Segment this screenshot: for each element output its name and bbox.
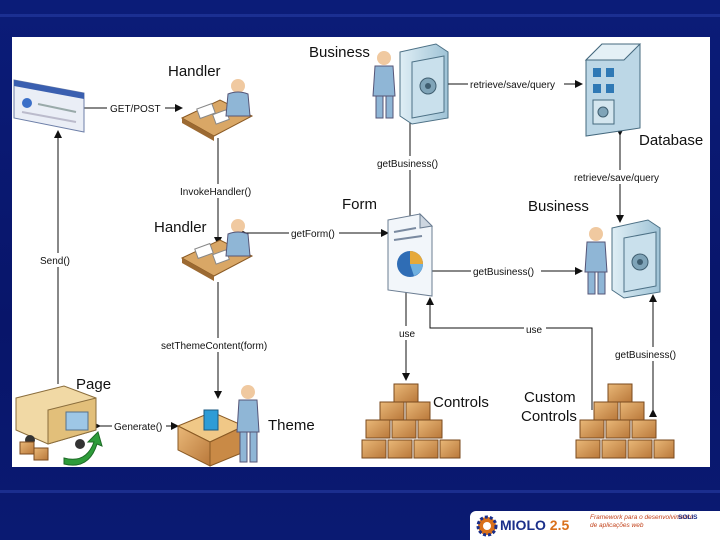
business-safe-icon xyxy=(584,219,661,299)
form-document-icon xyxy=(387,212,434,297)
architecture-diagram: GET/POST retrieve/save/query getBusiness… xyxy=(13,43,703,467)
label-get-business-bottom: getBusiness() xyxy=(615,350,676,361)
node-handler-mid: Handler xyxy=(154,219,207,236)
handler-worker-icon xyxy=(180,79,254,141)
decorative-stripe xyxy=(0,14,720,17)
label-get-post: GET/POST xyxy=(110,104,161,115)
handler-worker-icon xyxy=(180,219,254,281)
decorative-stripe xyxy=(0,490,720,493)
custom-controls-boxes-icon xyxy=(575,383,675,459)
node-custom-controls-line2: Controls xyxy=(521,408,577,425)
footer-logo: MIOLO 2.5 Framework para o desenvolvimen… xyxy=(470,511,720,540)
gear-logo-icon xyxy=(476,515,498,537)
label-invoke-handler: InvokeHandler() xyxy=(180,187,251,198)
node-business-mid: Business xyxy=(528,198,589,215)
node-form: Form xyxy=(342,196,377,213)
database-building-icon xyxy=(584,43,642,137)
logo-version: 2.5 xyxy=(549,517,570,533)
node-labels: Business Handler Database Handler Form B… xyxy=(76,44,703,434)
tagline-line2: de aplicações web xyxy=(590,522,644,529)
node-database: Database xyxy=(639,132,703,149)
controls-boxes-icon xyxy=(361,383,461,459)
edge-labels: GET/POST retrieve/save/query getBusiness… xyxy=(38,77,685,433)
tagline-line1: Framework para o desenvolvimento xyxy=(590,514,694,521)
node-theme: Theme xyxy=(268,417,315,434)
theme-box-icon xyxy=(176,385,260,467)
label-get-business-top: getBusiness() xyxy=(377,159,438,170)
page-truck-icon xyxy=(15,385,103,466)
label-get-business-mid: getBusiness() xyxy=(473,267,534,278)
logo-name: MIOLO xyxy=(500,517,546,533)
edge-use-right xyxy=(426,297,593,410)
label-retrieve-right: retrieve/save/query xyxy=(574,173,659,184)
label-use-right: use xyxy=(526,325,543,336)
label-retrieve-top: retrieve/save/query xyxy=(470,80,555,91)
node-page: Page xyxy=(76,376,111,393)
browser-window-icon xyxy=(13,79,85,133)
label-set-theme-content: setThemeContent(form) xyxy=(161,341,267,352)
node-controls: Controls xyxy=(433,394,489,411)
node-custom-controls-line1: Custom xyxy=(524,389,576,406)
node-handler-top: Handler xyxy=(168,63,221,80)
brand-name: SOLIS xyxy=(678,514,698,521)
label-get-form: getForm() xyxy=(291,229,335,240)
business-safe-icon xyxy=(372,43,449,125)
label-use-left: use xyxy=(399,329,416,340)
diagram-panel: GET/POST retrieve/save/query getBusiness… xyxy=(12,37,710,467)
connectors xyxy=(54,80,657,430)
label-send: Send() xyxy=(40,256,70,267)
logo-tagline: Framework para o desenvolvimento de apli… xyxy=(590,514,715,530)
label-generate: Generate() xyxy=(114,422,162,433)
logo-text: MIOLO 2.5 xyxy=(500,517,569,533)
node-business-top: Business xyxy=(309,44,370,61)
